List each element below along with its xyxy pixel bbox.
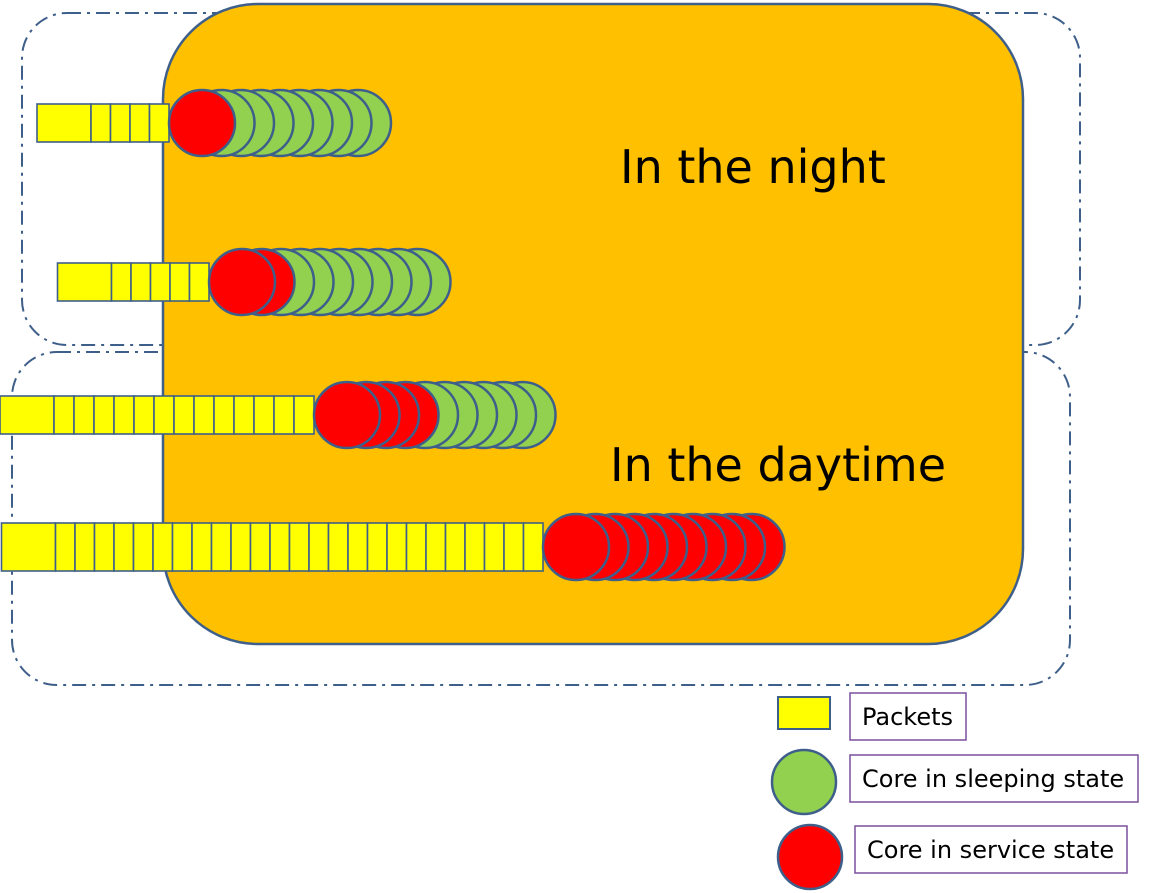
packet-4-19	[386, 522, 408, 572]
packet-3-12	[253, 395, 275, 435]
legend-sleeping-box	[849, 754, 1139, 803]
packet-3-6	[133, 395, 155, 435]
packet-4-11	[230, 522, 252, 572]
packet-1-4	[129, 103, 151, 143]
legend: Packets Core in sleeping state Core in s…	[770, 692, 1139, 891]
packet-4-10	[210, 522, 232, 572]
packet-2-2	[110, 262, 132, 302]
packet-3-7	[153, 395, 175, 435]
packet-2-5	[169, 262, 191, 302]
queue-row-4	[0, 512, 786, 582]
packet-3-9	[193, 395, 215, 435]
packet-4-26	[522, 522, 544, 572]
daytime-label: In the daytime	[610, 438, 946, 492]
legend-service-core-icon	[776, 823, 844, 891]
packet-4-4	[93, 522, 115, 572]
night-label: In the night	[620, 140, 886, 194]
legend-service-label: Core in service state	[867, 836, 1114, 864]
packet-2-4	[149, 262, 171, 302]
packet-2-6	[188, 262, 210, 302]
packet-4-5	[113, 522, 135, 572]
packet-1-5	[148, 103, 170, 143]
packet-4-17	[347, 522, 369, 572]
packet-4-23	[464, 522, 486, 572]
service-core-4-1	[541, 512, 611, 582]
packet-4-18	[366, 522, 388, 572]
queue-row-1	[36, 88, 393, 158]
packet-4-6	[132, 522, 154, 572]
legend-sleeping-core-icon	[770, 748, 838, 816]
service-core-2-1	[207, 247, 277, 317]
service-core-1-1	[167, 88, 237, 158]
packet-4-20	[405, 522, 427, 572]
packet-3-10	[213, 395, 235, 435]
packet-4-3	[74, 522, 96, 572]
server-block	[161, 2, 1025, 646]
packet-3-3	[73, 395, 95, 435]
packet-2-1	[56, 262, 113, 302]
queue-rows	[0, 88, 786, 582]
queue-row-2	[56, 247, 452, 317]
legend-packets-label: Packets	[862, 703, 953, 731]
legend-packet-swatch	[777, 696, 831, 730]
packet-4-15	[308, 522, 330, 572]
packet-4-2	[54, 522, 76, 572]
queue-row-3	[0, 380, 557, 450]
packet-4-13	[269, 522, 291, 572]
packet-1-1	[36, 103, 92, 143]
packet-3-13	[273, 395, 295, 435]
packet-4-12	[249, 522, 271, 572]
legend-service-box	[854, 825, 1128, 874]
packet-3-1	[0, 395, 55, 435]
packet-4-16	[327, 522, 349, 572]
legend-sleeping-label: Core in sleeping state	[862, 765, 1124, 793]
service-core-3-1	[312, 380, 382, 450]
packet-3-5	[113, 395, 135, 435]
packet-4-1	[0, 522, 57, 572]
packet-1-2	[90, 103, 112, 143]
packet-3-8	[173, 395, 195, 435]
packet-3-14	[293, 395, 315, 435]
packet-4-14	[288, 522, 310, 572]
packet-4-9	[191, 522, 213, 572]
packet-3-11	[233, 395, 255, 435]
packet-4-25	[503, 522, 525, 572]
packet-4-7	[152, 522, 174, 572]
packet-4-24	[483, 522, 505, 572]
packet-4-22	[444, 522, 466, 572]
packet-3-2	[53, 395, 75, 435]
packet-1-3	[109, 103, 131, 143]
packet-4-8	[171, 522, 193, 572]
packet-3-4	[93, 395, 115, 435]
packet-2-3	[130, 262, 152, 302]
legend-packets-box	[849, 692, 967, 741]
packet-4-21	[425, 522, 447, 572]
